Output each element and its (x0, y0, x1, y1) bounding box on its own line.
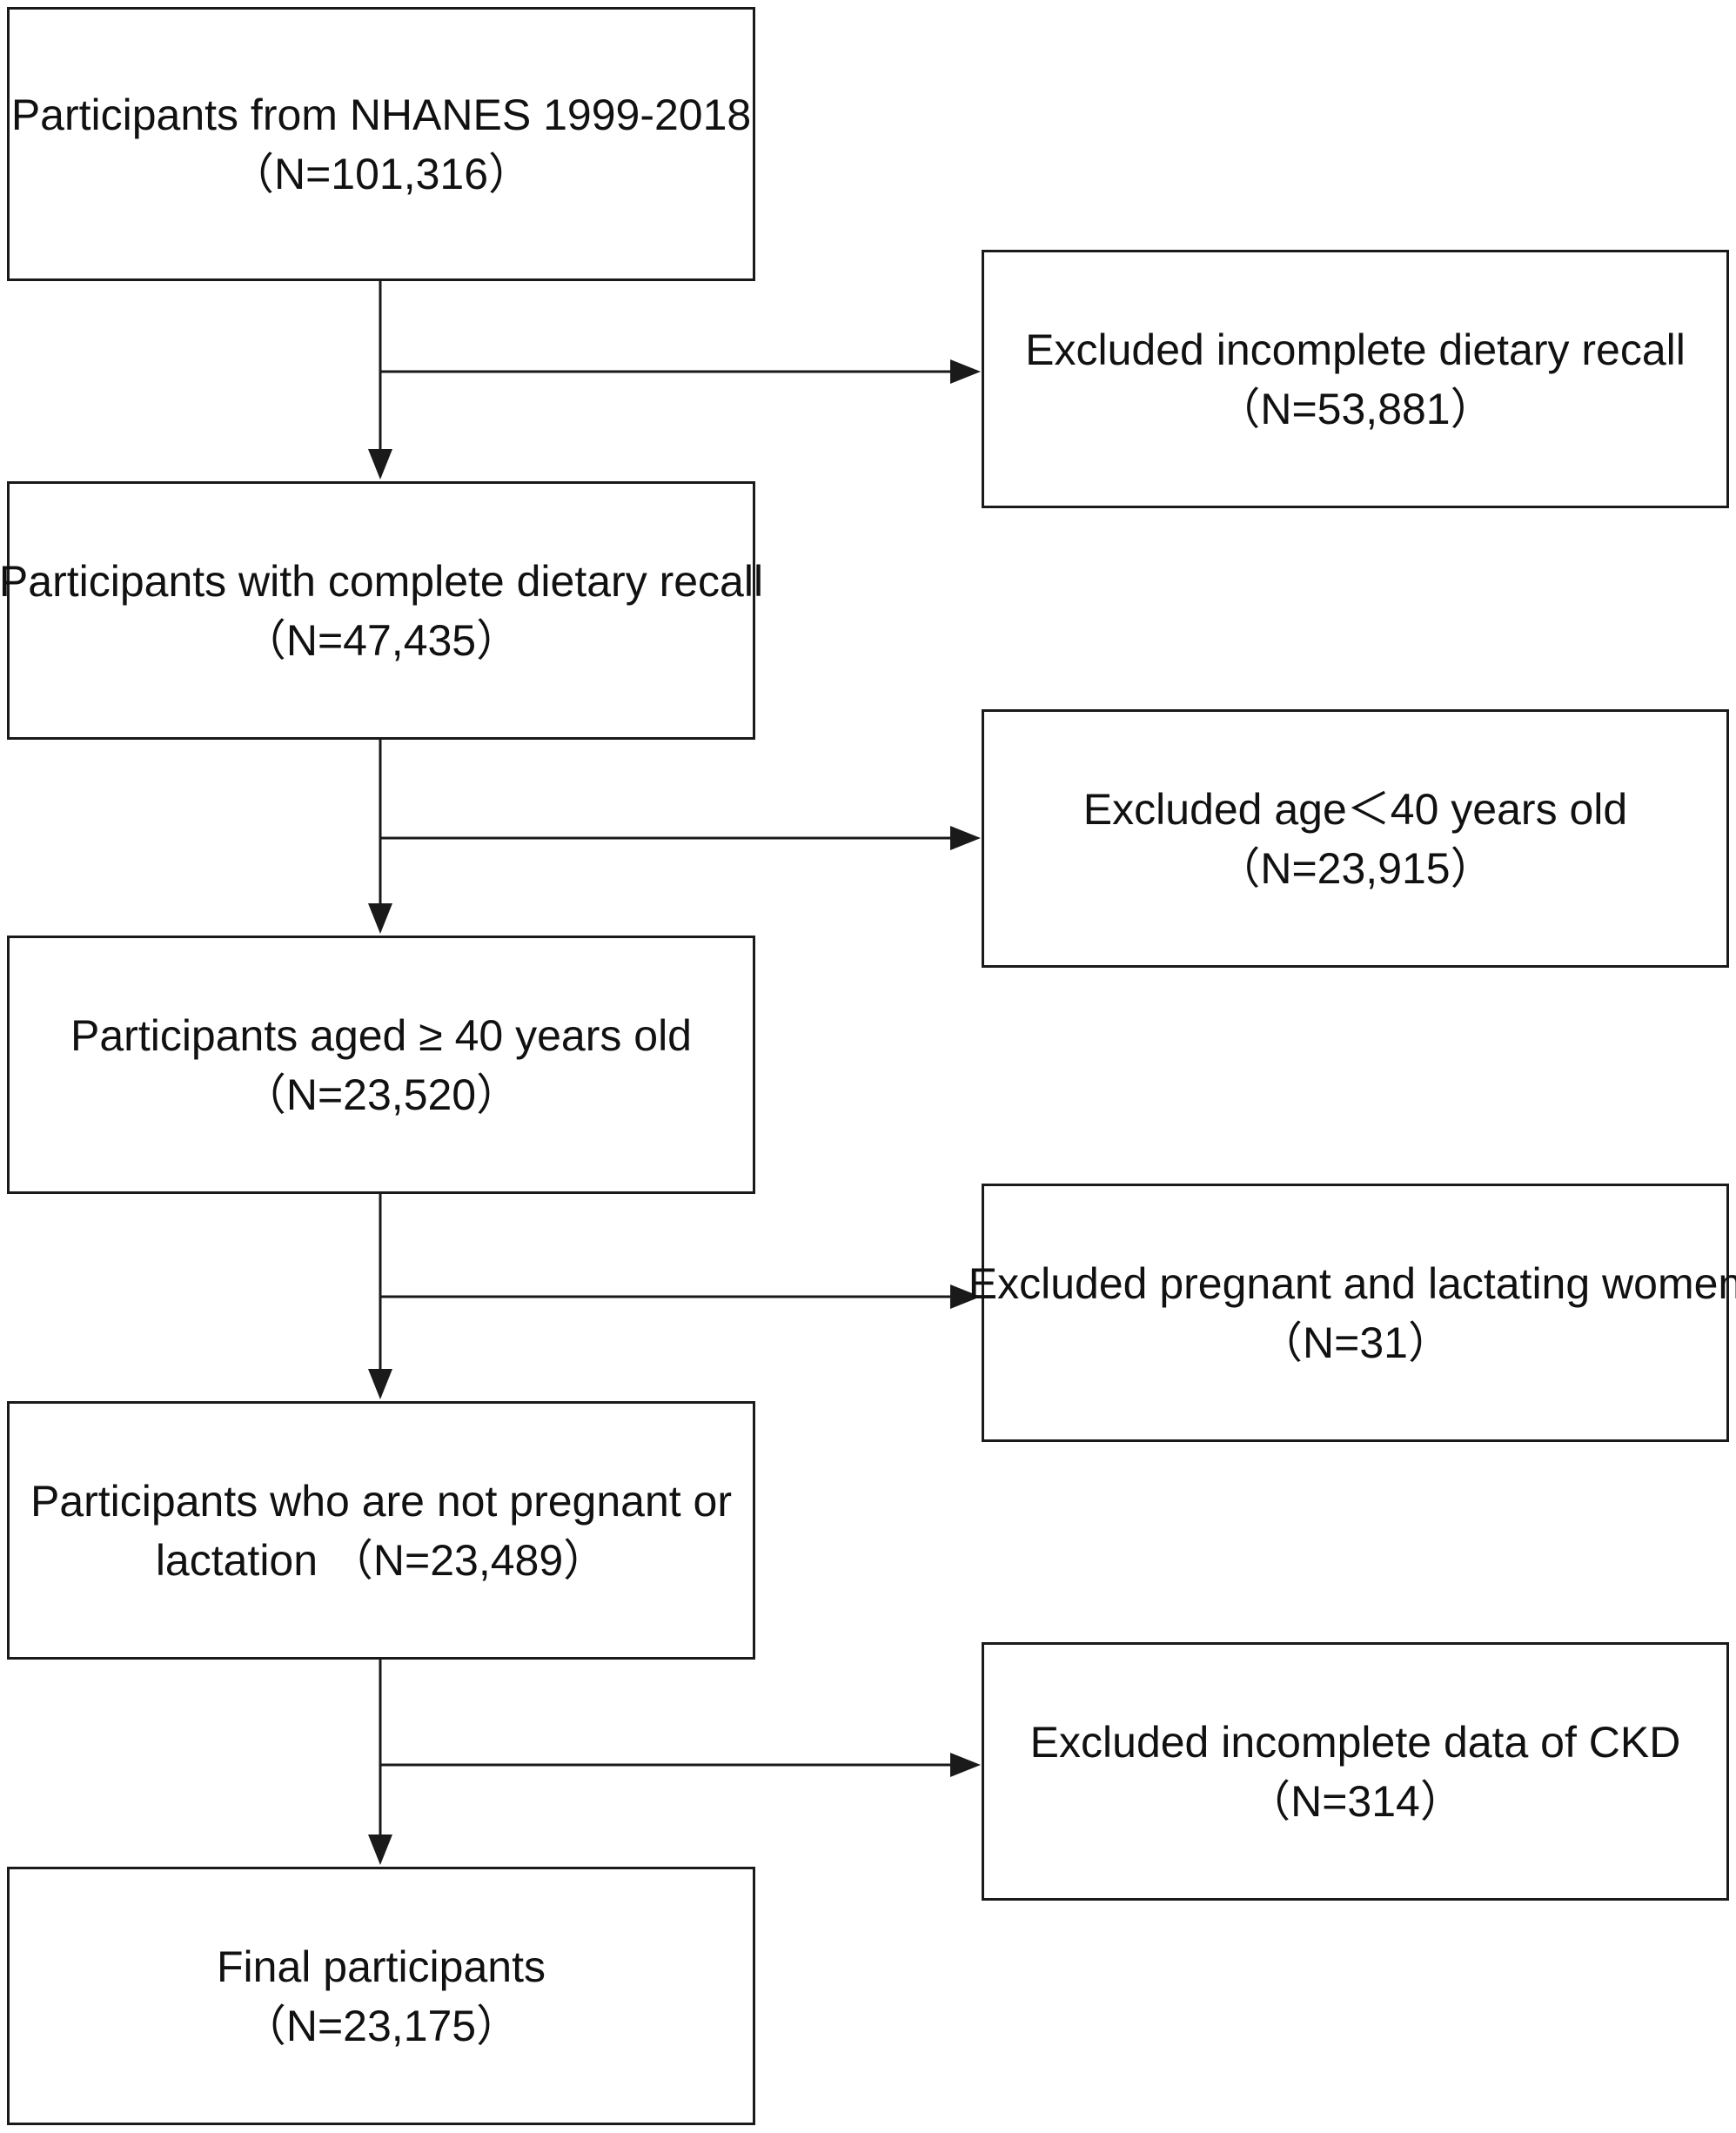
box-count: （N=314） (1247, 1776, 1464, 1826)
box-count: （N=23,175） (242, 2001, 520, 2050)
box-text: Participants aged ≥ 40 years old (70, 1010, 692, 1060)
box-count: （N=47,435） (242, 615, 520, 665)
box-nhanes-participants: Participants from NHANES 1999-2018 （N=10… (7, 7, 755, 281)
arrowhead-right-3 (950, 1753, 981, 1777)
box-count: （N=31） (1259, 1318, 1451, 1367)
box-text: Excluded incomplete data of CKD (1029, 1717, 1681, 1767)
arrowhead-right-2 (950, 1284, 981, 1309)
box-count: （N=23,915） (1217, 843, 1494, 893)
box-count: （N=53,881） (1217, 384, 1494, 433)
box-text: Participants with complete dietary recal… (0, 556, 764, 606)
arrowhead-down-4 (368, 1835, 392, 1865)
box-excluded-pregnant-lactating: Excluded pregnant and lactating women （N… (969, 1184, 1736, 1442)
box-excluded-age-under-40: Excluded age＜40 years old （N=23,915） (982, 709, 1729, 968)
arrowhead-down-1 (368, 449, 392, 480)
box-not-pregnant-or-lactation: Participants who are not pregnant or lac… (7, 1401, 755, 1660)
box-count: （N=23,520） (242, 1070, 520, 1119)
arrowhead-right-0 (950, 359, 981, 384)
box-aged-40-plus: Participants aged ≥ 40 years old （N=23,5… (7, 936, 755, 1194)
box-count: lactation （N=23,489） (155, 1535, 607, 1585)
arrowhead-down-2 (368, 903, 392, 934)
arrowhead-right-1 (950, 826, 981, 850)
box-final-participants: Final participants （N=23,175） (7, 1867, 755, 2125)
box-excluded-incomplete-dietary-recall: Excluded incomplete dietary recall （N=53… (982, 250, 1729, 508)
box-complete-dietary-recall: Participants with complete dietary recal… (0, 481, 763, 740)
arrowhead-down-3 (368, 1369, 392, 1399)
box-count: （N=101,316） (230, 149, 533, 198)
box-text: Excluded age＜40 years old (1082, 784, 1628, 834)
box-excluded-incomplete-ckd: Excluded incomplete data of CKD （N=314） (982, 1642, 1729, 1901)
box-text: Excluded pregnant and lactating women (968, 1258, 1736, 1308)
box-text: Participants who are not pregnant or (30, 1476, 733, 1526)
box-text: Excluded incomplete dietary recall (1025, 325, 1686, 374)
box-text: Final participants (217, 1942, 546, 1991)
box-text: Participants from NHANES 1999-2018 (10, 90, 752, 139)
